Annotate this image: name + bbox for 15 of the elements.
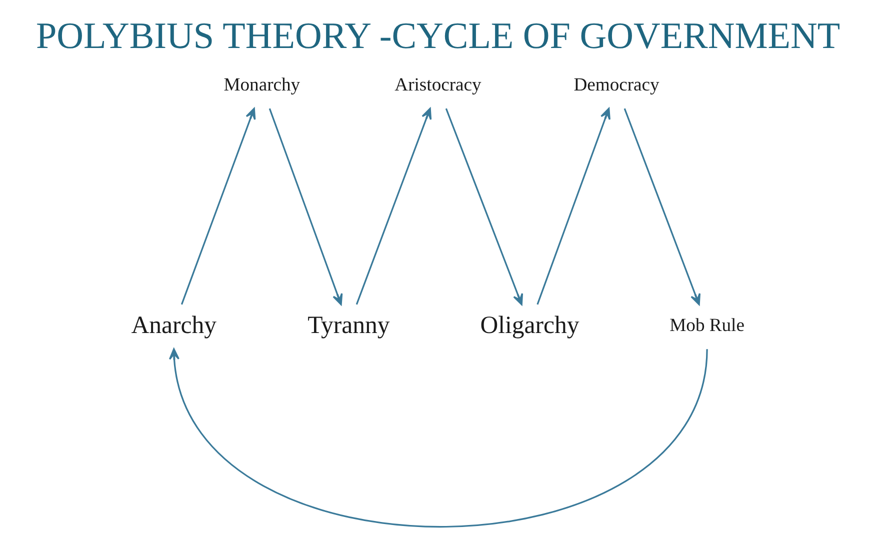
arrow xyxy=(355,108,432,305)
node-text: Monarchy xyxy=(223,74,300,96)
node-text: Aristocracy xyxy=(394,74,481,96)
arrow xyxy=(536,108,610,305)
arrow xyxy=(168,348,708,528)
arrow xyxy=(180,108,256,305)
node-text: Mob Rule xyxy=(669,315,744,336)
node-text: Anarchy xyxy=(130,312,216,339)
node-text: Tyranny xyxy=(307,312,390,339)
arrow xyxy=(268,108,342,306)
node-text: Oligarchy xyxy=(480,312,579,339)
arrow xyxy=(444,108,523,306)
arrow xyxy=(623,108,700,306)
diagram-title: POLYBIUS THEORY -CYCLE OF GOVERNMENT xyxy=(35,16,840,57)
node-text: Democracy xyxy=(573,74,659,96)
